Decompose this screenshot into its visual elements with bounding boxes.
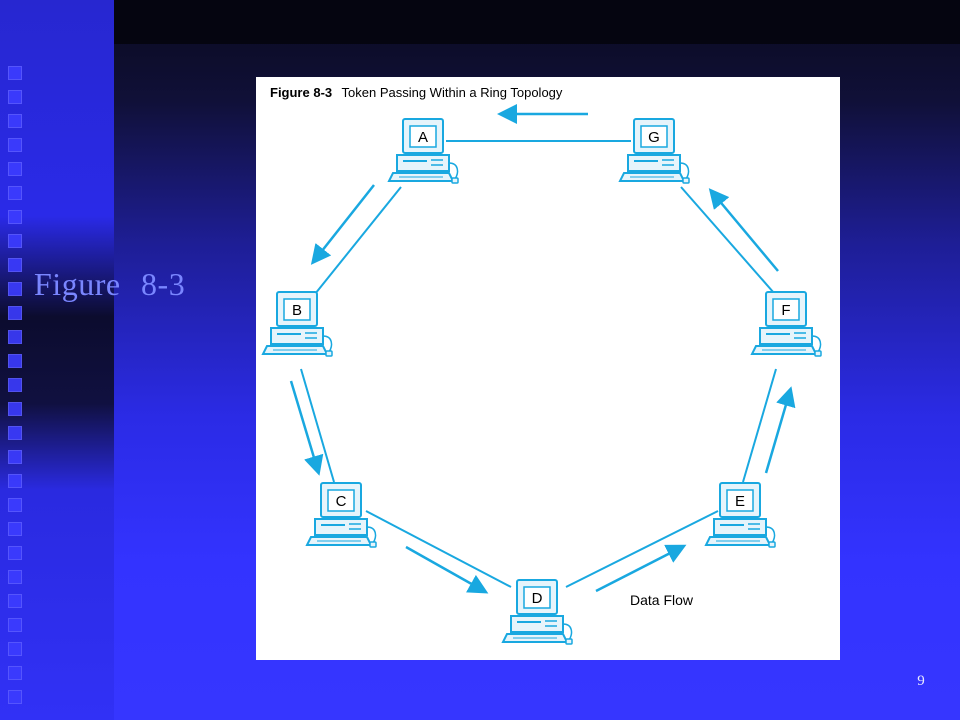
- node-e-label: E: [735, 493, 745, 510]
- arrow-f-to-g: [708, 188, 779, 272]
- decorative-square: [8, 138, 22, 152]
- decorative-square: [8, 234, 22, 248]
- node-g: G: [619, 118, 690, 184]
- link-b-c: [300, 368, 335, 483]
- decorative-square: [8, 642, 22, 656]
- slide-title: Figure 8-3: [34, 266, 185, 303]
- decorative-square: [8, 570, 22, 584]
- figure-panel: Figure 8-3 Token Passing Within a Ring T…: [256, 77, 840, 660]
- decorative-square: [8, 690, 22, 704]
- node-a-label: A: [418, 129, 428, 146]
- link-c-d: [365, 510, 512, 588]
- link-d-e: [565, 510, 719, 588]
- decorative-square: [8, 666, 22, 680]
- node-c-label: C: [336, 493, 347, 510]
- arrow-e-to-f: [764, 386, 796, 474]
- decorative-square: [8, 354, 22, 368]
- arrow-b-to-c: [289, 380, 324, 476]
- arrow-c-to-d: [405, 545, 489, 594]
- decorative-square: [8, 426, 22, 440]
- decorative-square: [8, 450, 22, 464]
- node-e: E: [705, 482, 776, 548]
- slide-title-word: Figure: [34, 266, 121, 302]
- node-d: D: [502, 579, 573, 645]
- decorative-square: [8, 474, 22, 488]
- decorative-square: [8, 306, 22, 320]
- data-flow-label: Data Flow: [630, 592, 694, 608]
- link-e-f: [742, 368, 777, 483]
- node-c: C: [306, 482, 377, 548]
- node-b: B: [262, 291, 333, 357]
- decorative-square: [8, 210, 22, 224]
- decorative-squares: [8, 66, 24, 714]
- decorative-square: [8, 66, 22, 80]
- decorative-square: [8, 594, 22, 608]
- top-dark-band: [114, 0, 960, 44]
- decorative-square: [8, 162, 22, 176]
- node-d-label: D: [532, 590, 543, 607]
- node-f: F: [751, 291, 822, 357]
- decorative-square: [8, 402, 22, 416]
- node-a: A: [388, 118, 459, 184]
- ring-topology-diagram: A G B F C E D Data Flow: [262, 104, 822, 645]
- ring-links: [300, 140, 777, 588]
- node-f-label: F: [781, 302, 790, 319]
- node-g-label: G: [648, 129, 660, 146]
- decorative-square: [8, 90, 22, 104]
- link-a-b: [310, 186, 402, 300]
- decorative-square: [8, 282, 22, 296]
- figure-caption-label: Figure 8-3: [270, 85, 333, 100]
- figure-caption: Figure 8-3 Token Passing Within a Ring T…: [270, 85, 562, 100]
- decorative-square: [8, 258, 22, 272]
- decorative-square: [8, 546, 22, 560]
- decorative-square: [8, 522, 22, 536]
- decorative-square: [8, 498, 22, 512]
- decorative-square: [8, 114, 22, 128]
- slide-title-number: 8-3: [141, 266, 186, 302]
- arrow-d-to-e: [595, 544, 687, 593]
- figure-caption-text: Token Passing Within a Ring Topology: [341, 85, 563, 100]
- left-decorative-strip: [0, 0, 114, 720]
- decorative-square: [8, 186, 22, 200]
- slide-number: 9: [917, 673, 925, 689]
- decorative-square: [8, 378, 22, 392]
- link-f-g: [680, 186, 775, 294]
- flow-arrows: [289, 104, 796, 594]
- node-b-label: B: [292, 302, 302, 319]
- arrow-a-to-b: [310, 184, 375, 265]
- decorative-square: [8, 618, 22, 632]
- decorative-square: [8, 330, 22, 344]
